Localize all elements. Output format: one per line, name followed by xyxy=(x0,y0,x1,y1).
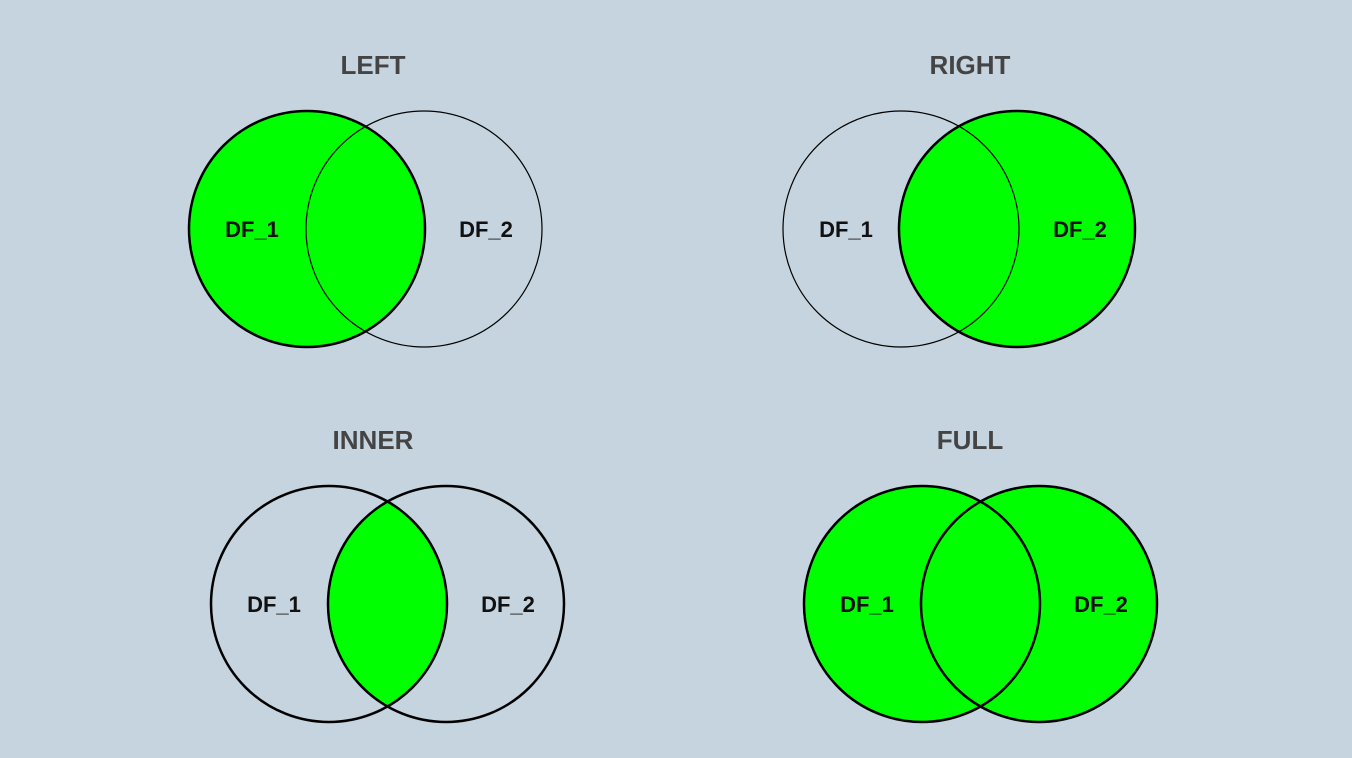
left-set-a-label: DF_1 xyxy=(225,217,279,242)
full-join-diagram: FULL DF_1 DF_2 xyxy=(802,425,1159,724)
full-set-b-circle xyxy=(919,484,1159,724)
right-join-diagram: RIGHT DF_1 DF_2 xyxy=(782,50,1137,349)
right-set-a-label: DF_1 xyxy=(819,217,873,242)
right-set-a-circle xyxy=(782,110,1020,348)
left-set-a-circle xyxy=(187,109,427,349)
right-join-title: RIGHT xyxy=(930,50,1011,80)
right-set-b-label: DF_2 xyxy=(1053,217,1107,242)
right-set-b-circle xyxy=(897,109,1137,349)
inner-join-title: INNER xyxy=(333,425,414,455)
inner-set-a-circle xyxy=(209,484,449,724)
left-join-diagram: LEFT DF_1 DF_2 xyxy=(187,50,543,349)
inner-set-a-label: DF_1 xyxy=(247,592,301,617)
full-set-a-label: DF_1 xyxy=(840,592,894,617)
full-set-a-circle xyxy=(802,484,1042,724)
full-join-title: FULL xyxy=(937,425,1004,455)
inner-join-diagram: INNER DF_1 DF_2 xyxy=(209,425,566,724)
inner-set-b-circle xyxy=(326,484,566,724)
left-set-b-label: DF_2 xyxy=(459,217,513,242)
left-set-b-circle xyxy=(305,110,543,348)
full-set-b-label: DF_2 xyxy=(1074,592,1128,617)
left-join-title: LEFT xyxy=(341,50,406,80)
inner-set-b-label: DF_2 xyxy=(481,592,535,617)
